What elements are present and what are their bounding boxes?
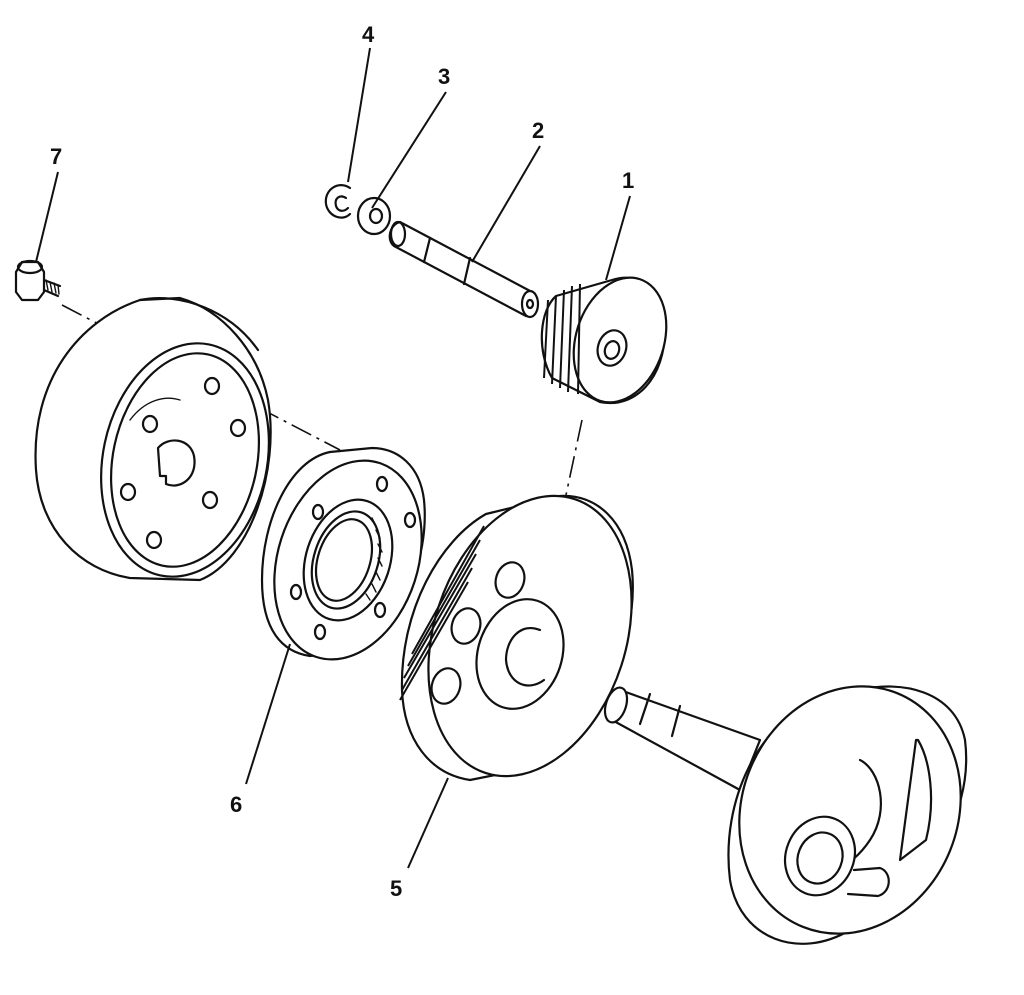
- part-3-washer: [356, 196, 392, 236]
- callout-5: 5: [390, 876, 402, 901]
- callout-labels: 1 2 3 4 5 6 7: [50, 22, 634, 901]
- callout-4: 4: [362, 22, 375, 47]
- part-7-bolt: [14, 259, 62, 302]
- part-2-shaft: [388, 220, 540, 319]
- callout-7: 7: [50, 144, 62, 169]
- part-5-starter-gear: [399, 494, 634, 782]
- callout-1: 1: [622, 168, 634, 193]
- crankshaft: [603, 685, 968, 945]
- callout-6: 6: [230, 792, 242, 817]
- callout-3: 3: [438, 64, 450, 89]
- flywheel-rotor: [34, 296, 272, 582]
- part-4-circlip: [324, 184, 352, 219]
- part-1-idler-gear: [540, 276, 668, 405]
- part-6-one-way-clutch: [260, 446, 426, 661]
- callout-2: 2: [532, 118, 544, 143]
- leader-lines: [35, 47, 631, 869]
